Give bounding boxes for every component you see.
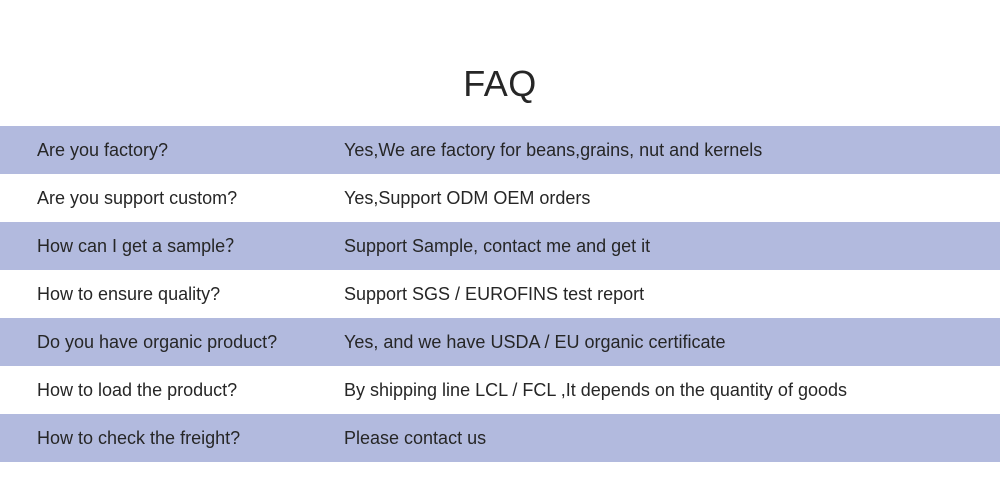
faq-question: How to load the product? [37,380,238,400]
faq-answer: Yes,We are factory for beans,grains, nut… [344,140,763,160]
faq-table: Are you factory? Yes,We are factory for … [0,126,1000,462]
faq-answer: Yes,Support ODM OEM orders [344,188,591,208]
faq-answer: Support Sample, contact me and get it [344,236,651,256]
table-row: How to check the freight? Please contact… [0,414,1000,462]
faq-question: How to check the freight? [37,428,241,448]
faq-question: How to ensure quality? [37,284,221,304]
table-row: Are you support custom? Yes,Support ODM … [0,174,1000,222]
faq-question: Are you support custom? [37,188,238,208]
table-row: Are you factory? Yes,We are factory for … [0,126,1000,174]
faq-answer: Please contact us [344,428,487,448]
faq-question: How can I get a sample？ [37,236,244,256]
faq-answer: Support SGS / EUROFINS test report [344,284,645,304]
faq-question: Do you have organic product? [37,332,278,352]
faq-answer: Yes, and we have USDA / EU organic certi… [344,332,726,352]
table-row: How to ensure quality? Support SGS / EUR… [0,270,1000,318]
page-title: FAQ [463,63,537,104]
table-row: How can I get a sample？ Support Sample, … [0,222,1000,270]
faq-question: Are you factory? [37,140,169,160]
faq-answer: By shipping line LCL / FCL ,It depends o… [344,380,847,400]
table-row: Do you have organic product? Yes, and we… [0,318,1000,366]
table-row: How to load the product? By shipping lin… [0,366,1000,414]
